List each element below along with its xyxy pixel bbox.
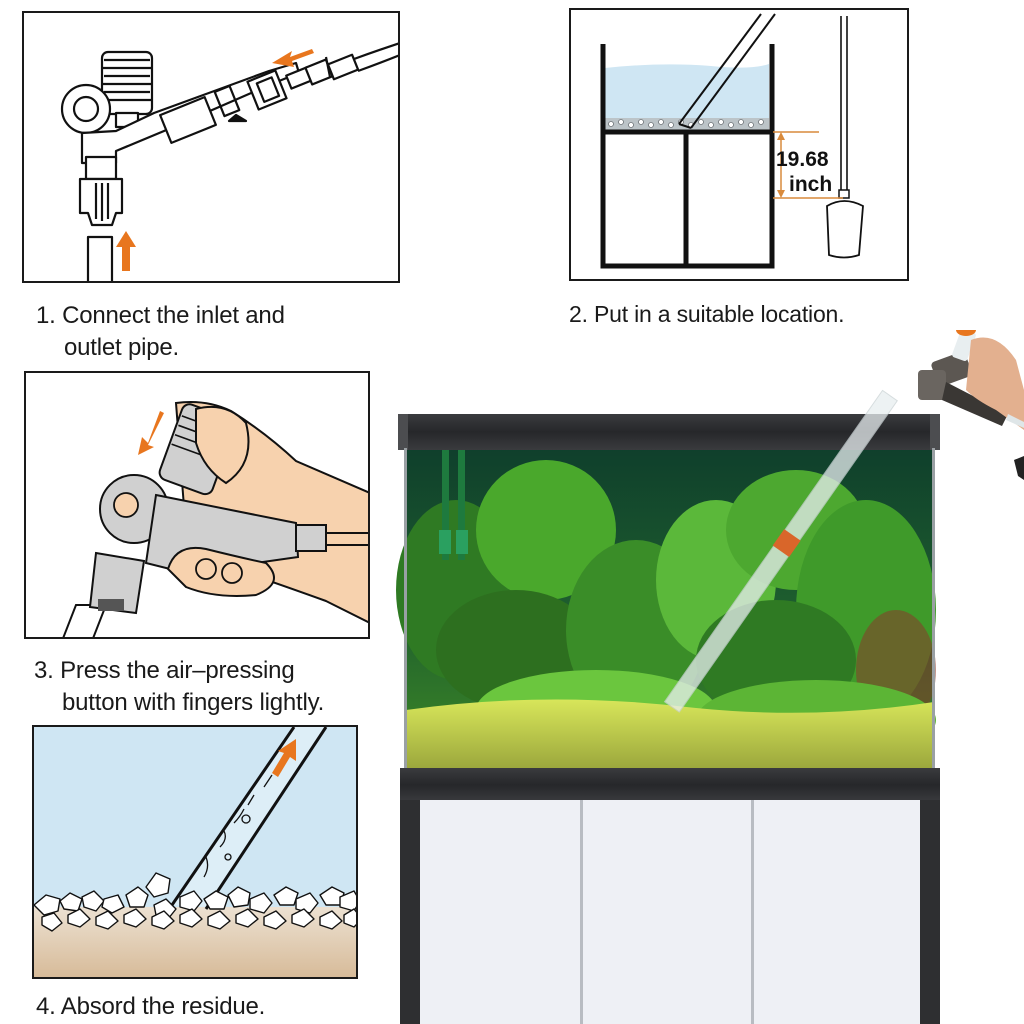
gravel-suction-diagram <box>34 727 356 977</box>
step-3-caption: 3. Press the air–pressing button with fi… <box>34 657 325 716</box>
step-1-panel <box>22 11 400 283</box>
step-1-caption: 1. Connect the inlet and outlet pipe. <box>36 302 285 361</box>
aquarium-photo <box>396 330 1024 1024</box>
step-2-panel: 19.68 inch <box>569 8 909 281</box>
measurement-value: 19.68 <box>776 148 829 171</box>
step-4-panel <box>32 725 358 979</box>
measurement-unit: inch <box>789 173 832 196</box>
cabinet-door-divider <box>580 800 583 1024</box>
arrow-left-icon <box>272 49 314 67</box>
step-3-panel <box>24 371 370 639</box>
arrow-down-icon <box>138 411 164 455</box>
cabinet-door-divider <box>751 800 754 1024</box>
tank-placement-diagram: 19.68 inch <box>600 13 864 269</box>
arrow-up-icon <box>116 231 136 271</box>
aquarium-with-gravel-cleaner <box>396 330 1024 1024</box>
step-2-caption: 2. Put in a suitable location. <box>569 301 845 327</box>
step-4-caption: 4. Absord the residue. <box>36 993 266 1020</box>
arrow-up-right-icon <box>272 739 296 777</box>
hand-press-diagram <box>62 401 368 637</box>
connect-pipe-diagram <box>60 42 398 281</box>
